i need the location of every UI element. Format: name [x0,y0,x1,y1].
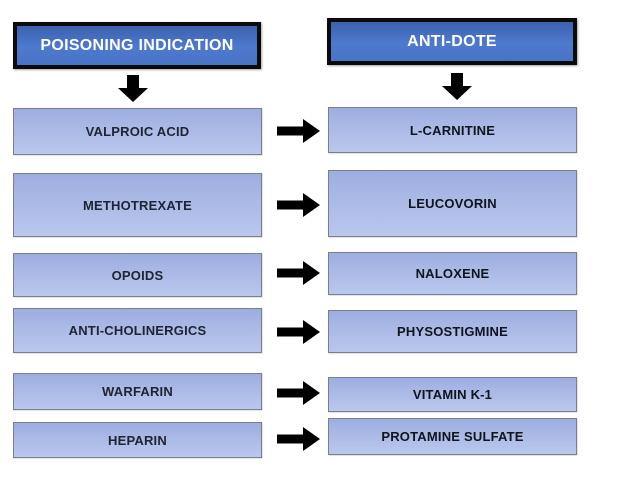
antidote-box: PHYSOSTIGMINE [328,310,577,353]
antidote-label: VITAMIN K-1 [412,387,493,402]
indication-label: ANTI-CHOLINERGICS [68,323,207,338]
antidote-box: VITAMIN K-1 [328,377,577,412]
header-antidote-label: ANTI-DOTE [407,32,497,50]
antidote-box: NALOXENE [328,252,577,295]
right-arrow-icon [277,320,320,344]
right-arrow-icon [277,427,320,451]
antidote-box: PROTAMINE SULFATE [328,418,577,455]
right-arrow-icon [277,381,320,405]
indication-label: HEPARIN [108,432,167,448]
down-arrow-icon [442,73,472,100]
right-arrow-icon [277,193,320,217]
antidote-label: NALOXENE [415,266,490,281]
indication-label: METHOTREXATE [82,197,193,213]
right-arrow-icon [277,119,320,143]
antidote-box: L-CARNITINE [328,107,577,153]
indication-label: OPOIDS [111,267,164,283]
indication-box: OPOIDS [13,253,262,297]
indication-box: WARFARIN [13,373,262,410]
antidote-label: L-CARNITINE [409,122,496,138]
down-arrow-icon [118,75,148,102]
indication-box: HEPARIN [13,422,262,458]
indication-label: VALPROIC ACID [85,124,190,139]
right-arrow-icon [277,261,320,285]
antidote-label: LEUCOVORIN [408,196,497,211]
indication-box: METHOTREXATE [13,173,262,237]
antidote-box: LEUCOVORIN [328,170,577,237]
indication-box: ANTI-CHOLINERGICS [13,308,262,353]
header-poisoning-indication-label: POISONING INDICATION [40,36,234,54]
indication-label: WARFARIN [102,384,173,399]
header-poisoning-indication: POISONING INDICATION [13,22,261,69]
header-antidote: ANTI-DOTE [327,18,577,65]
indication-box: VALPROIC ACID [13,108,262,155]
antidote-label: PHYSOSTIGMINE [397,324,508,339]
antidote-label: PROTAMINE SULFATE [381,429,524,444]
